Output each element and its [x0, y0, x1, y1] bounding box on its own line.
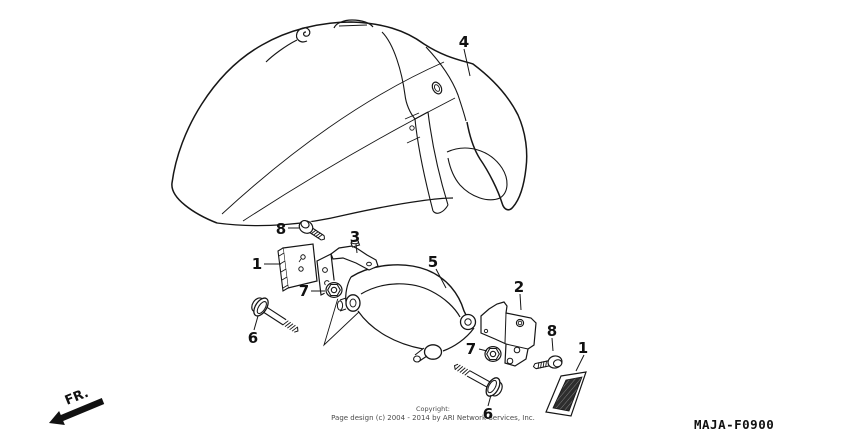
fender-stay-part: [336, 264, 477, 363]
callout-5-stay[interactable]: 5: [428, 253, 438, 271]
stay-lower-boss: [413, 344, 443, 363]
front-fender-part: [171, 19, 528, 227]
copyright-line-1: Copyright:: [416, 405, 450, 413]
stay-left-boss: [336, 294, 361, 312]
callout-2-bracket-b[interactable]: 2: [514, 278, 524, 296]
callout-4-fender[interactable]: 4: [459, 33, 469, 51]
callout-1-plate-left[interactable]: 1: [252, 255, 262, 273]
callout-8-bolt-right[interactable]: 8: [547, 322, 557, 340]
reflector-plate-right: [545, 371, 587, 417]
front-direction-arrow-icon: [49, 398, 105, 425]
nut-7-left: [323, 279, 345, 301]
bolt-8-right: [531, 352, 565, 375]
fender-mount-hole: [431, 81, 443, 95]
bolt-8-left: [295, 215, 330, 247]
fender-front-curl: [265, 27, 311, 63]
fender-inner-flap: [404, 111, 449, 214]
callout-6-bolt-left[interactable]: 6: [248, 329, 258, 347]
callout-leader-lines: [253, 48, 585, 407]
nut-7-right: [482, 343, 504, 365]
copyright-line-2: Page design (c) 2004 - 2014 by ARI Netwo…: [331, 414, 535, 422]
fender-top-tab: [333, 19, 374, 29]
callout-7-nut-left[interactable]: 7: [299, 282, 309, 300]
reflector-plate-left: [277, 243, 318, 292]
fender-style-line-1: [221, 61, 445, 215]
fender-style-line-2: [242, 97, 456, 222]
callout-8-bolt-left[interactable]: 8: [276, 220, 286, 238]
callout-3-bracket-a[interactable]: 3: [350, 228, 360, 246]
fender-inner-tail: [446, 147, 508, 201]
diagram-code: MAJA-F0900: [694, 417, 774, 432]
callout-7-nut-right[interactable]: 7: [466, 340, 476, 358]
callout-6-bolt-right[interactable]: 6: [483, 405, 493, 423]
front-direction-indicator: FR.: [49, 386, 105, 425]
bracket-b-part: [480, 301, 537, 367]
callout-1-plate-right[interactable]: 1: [578, 339, 588, 357]
